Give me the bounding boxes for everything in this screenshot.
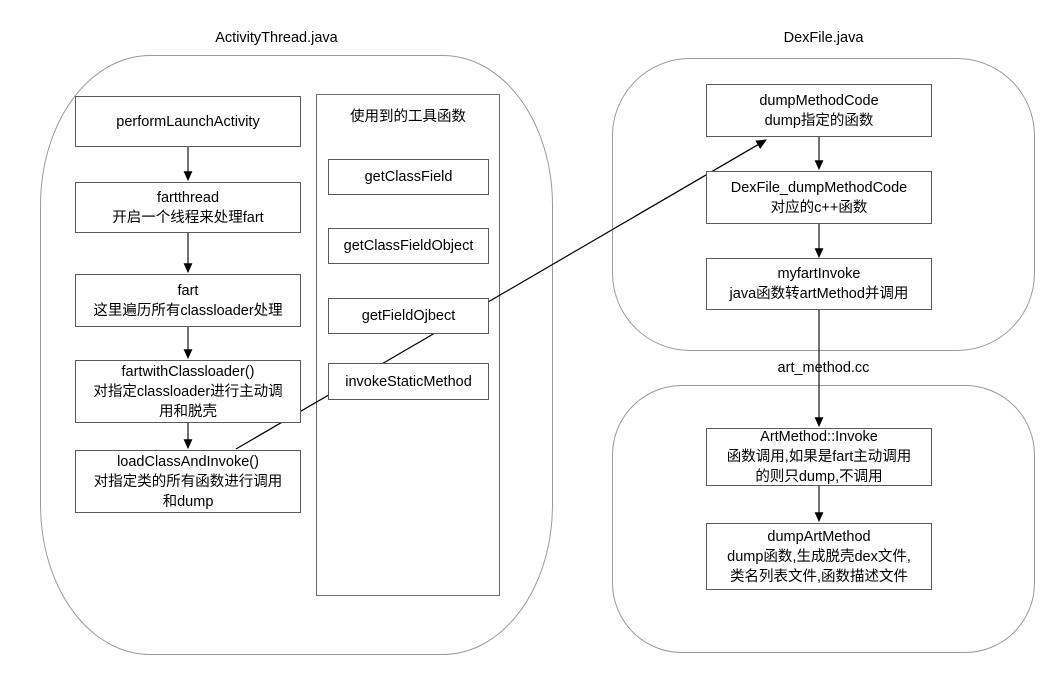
node-ArtMethodInvoke[interactable]: ArtMethod::Invoke 函数调用,如果是fart主动调用 的则只du…	[706, 428, 932, 486]
node-line-1: loadClassAndInvoke()	[117, 453, 259, 470]
group-title-dexfile: DexFile.java	[783, 30, 864, 46]
node-line-2: dump指定的函数	[764, 112, 874, 129]
node-invokeStaticMethod[interactable]: invokeStaticMethod	[328, 363, 489, 400]
node-fart[interactable]: fart 这里遍历所有classloader处理	[75, 274, 301, 327]
node-dumpArtMethod[interactable]: dumpArtMethod dump函数,生成脱壳dex文件, 类名列表文件,函…	[706, 523, 932, 590]
node-line-1: fartwithClassloader()	[121, 363, 255, 380]
container-artmethod	[612, 385, 1035, 653]
node-getClassField[interactable]: getClassField	[328, 159, 489, 195]
node-line-3: 类名列表文件,函数描述文件	[729, 568, 909, 585]
node-label: invokeStaticMethod	[345, 373, 472, 390]
node-line-1: performLaunchActivity	[116, 113, 260, 130]
node-line-1: dumpMethodCode	[759, 92, 879, 109]
node-getFieldOjbect[interactable]: getFieldOjbect	[328, 298, 489, 334]
node-fartthread[interactable]: fartthread 开启一个线程来处理fart	[75, 182, 301, 233]
node-line-2: 对应的c++函数	[770, 199, 868, 216]
node-label: getFieldOjbect	[361, 308, 456, 324]
group-title-activitythread: ActivityThread.java	[215, 30, 338, 46]
node-line-2: 这里遍历所有classloader处理	[93, 302, 283, 319]
node-myfartInvoke[interactable]: myfartInvoke java函数转artMethod并调用	[706, 258, 932, 310]
node-line-2: 函数调用,如果是fart主动调用	[726, 449, 912, 465]
group-title-artmethod: art_method.cc	[777, 360, 870, 376]
node-line-3: 的则只dump,不调用	[755, 469, 883, 485]
tools-panel-heading: 使用到的工具函数	[350, 109, 466, 125]
node-DexFile_dumpMethodCode[interactable]: DexFile_dumpMethodCode 对应的c++函数	[706, 171, 932, 224]
node-line-2: dump函数,生成脱壳dex文件,	[727, 548, 911, 565]
node-line-1: fart	[177, 282, 199, 299]
node-line-2: 对指定classloader进行主动调	[93, 383, 283, 400]
node-line-2: 对指定类的所有函数进行调用	[93, 473, 283, 490]
node-label: getClassField	[364, 169, 453, 185]
node-line-1: dumpArtMethod	[767, 528, 871, 545]
node-line-3: 和dump	[162, 493, 214, 510]
node-line-1: fartthread	[156, 189, 220, 206]
node-label: getClassFieldObject	[343, 238, 474, 254]
node-performLaunchActivity[interactable]: performLaunchActivity	[75, 96, 301, 147]
node-loadClassAndInvoke[interactable]: loadClassAndInvoke() 对指定类的所有函数进行调用 和dump	[75, 450, 301, 513]
node-line-3: 用和脱壳	[159, 403, 217, 420]
node-fartwithClassloader[interactable]: fartwithClassloader() 对指定classloader进行主动…	[75, 360, 301, 423]
node-dumpMethodCode[interactable]: dumpMethodCode dump指定的函数	[706, 84, 932, 137]
node-line-2: 开启一个线程来处理fart	[112, 209, 264, 226]
node-getClassFieldObject[interactable]: getClassFieldObject	[328, 228, 489, 264]
node-line-2: java函数转artMethod并调用	[729, 286, 909, 302]
node-line-1: ArtMethod::Invoke	[760, 429, 878, 445]
node-line-1: DexFile_dumpMethodCode	[730, 179, 908, 196]
node-line-1: myfartInvoke	[777, 266, 861, 282]
